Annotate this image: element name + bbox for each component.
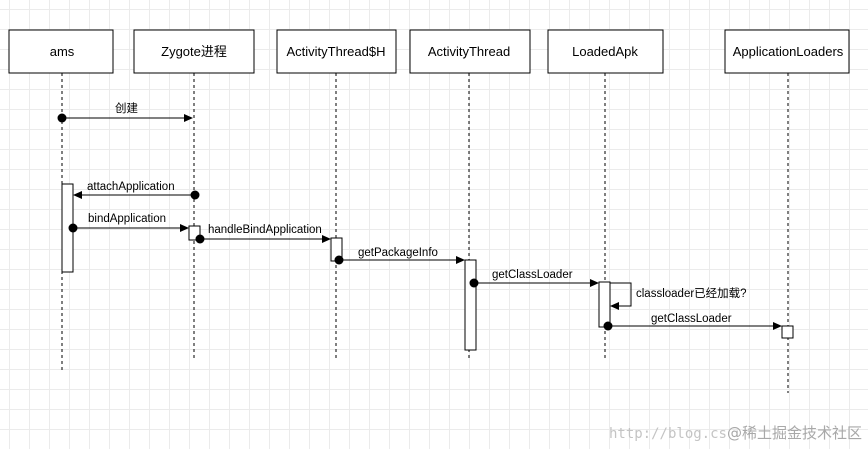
arrowhead bbox=[610, 302, 619, 310]
message-origin-dot bbox=[190, 190, 200, 200]
arrowhead bbox=[180, 224, 189, 232]
message-label: 创建 bbox=[115, 101, 138, 115]
message-label: classloader已经加载? bbox=[636, 287, 747, 300]
activation-bar-at bbox=[464, 259, 477, 351]
message-origin-dot bbox=[603, 321, 613, 331]
arrowhead bbox=[590, 279, 599, 287]
message-get-classloader-2: getClassLoader bbox=[603, 313, 782, 331]
message-handle-bind: handleBindApplication bbox=[195, 224, 331, 244]
message-self-check: classloader已经加载? bbox=[610, 282, 747, 310]
watermark-url: http://blog.cs bbox=[608, 426, 727, 442]
message-origin-dot bbox=[334, 255, 344, 265]
message-origin-dot bbox=[195, 234, 205, 244]
message-label: getClassLoader bbox=[651, 313, 732, 325]
watermark-text: @稀土掘金技术社区 bbox=[726, 424, 862, 442]
message-label: handleBindApplication bbox=[208, 224, 322, 236]
message-bind: bindApplication bbox=[68, 213, 189, 233]
message-label: attachApplication bbox=[87, 181, 175, 193]
message-label: bindApplication bbox=[88, 213, 166, 225]
message-attach: attachApplication bbox=[73, 181, 200, 200]
arrowhead bbox=[773, 322, 782, 330]
message-create: 创建 bbox=[57, 101, 193, 123]
message-label: getClassLoader bbox=[492, 269, 573, 281]
participant-zygote: Zygote进程 bbox=[133, 29, 255, 74]
participant-label: ActivityThread bbox=[428, 44, 510, 59]
arrowhead bbox=[184, 114, 193, 122]
participant-label: ActivityThread$H bbox=[287, 44, 386, 59]
participant-apk: LoadedApk bbox=[547, 29, 664, 74]
activation-bar-loaders bbox=[781, 325, 794, 339]
arrowhead bbox=[456, 256, 465, 264]
message-origin-dot bbox=[57, 113, 67, 123]
participant-label: ApplicationLoaders bbox=[733, 44, 844, 59]
participant-loaders: ApplicationLoaders bbox=[724, 29, 850, 74]
message-get-package-info: getPackageInfo bbox=[334, 247, 465, 265]
watermark: http://blog.cs@稀土掘金技术社区 bbox=[609, 422, 862, 443]
participant-label: LoadedApk bbox=[572, 44, 638, 59]
participant-at: ActivityThread bbox=[409, 29, 531, 74]
arrowhead bbox=[322, 235, 331, 243]
arrowhead bbox=[73, 191, 82, 199]
participant-label: ams bbox=[50, 44, 75, 59]
activation-bar-zygote bbox=[188, 225, 201, 241]
activation-bar-apk bbox=[598, 281, 611, 328]
participant-at-h: ActivityThread$H bbox=[276, 29, 397, 74]
participant-ams: ams bbox=[8, 29, 114, 74]
message-label: getPackageInfo bbox=[358, 247, 438, 259]
participant-label: Zygote进程 bbox=[161, 44, 227, 59]
message-origin-dot bbox=[68, 223, 78, 233]
message-get-classloader-1: getClassLoader bbox=[469, 269, 599, 288]
message-origin-dot bbox=[469, 278, 479, 288]
